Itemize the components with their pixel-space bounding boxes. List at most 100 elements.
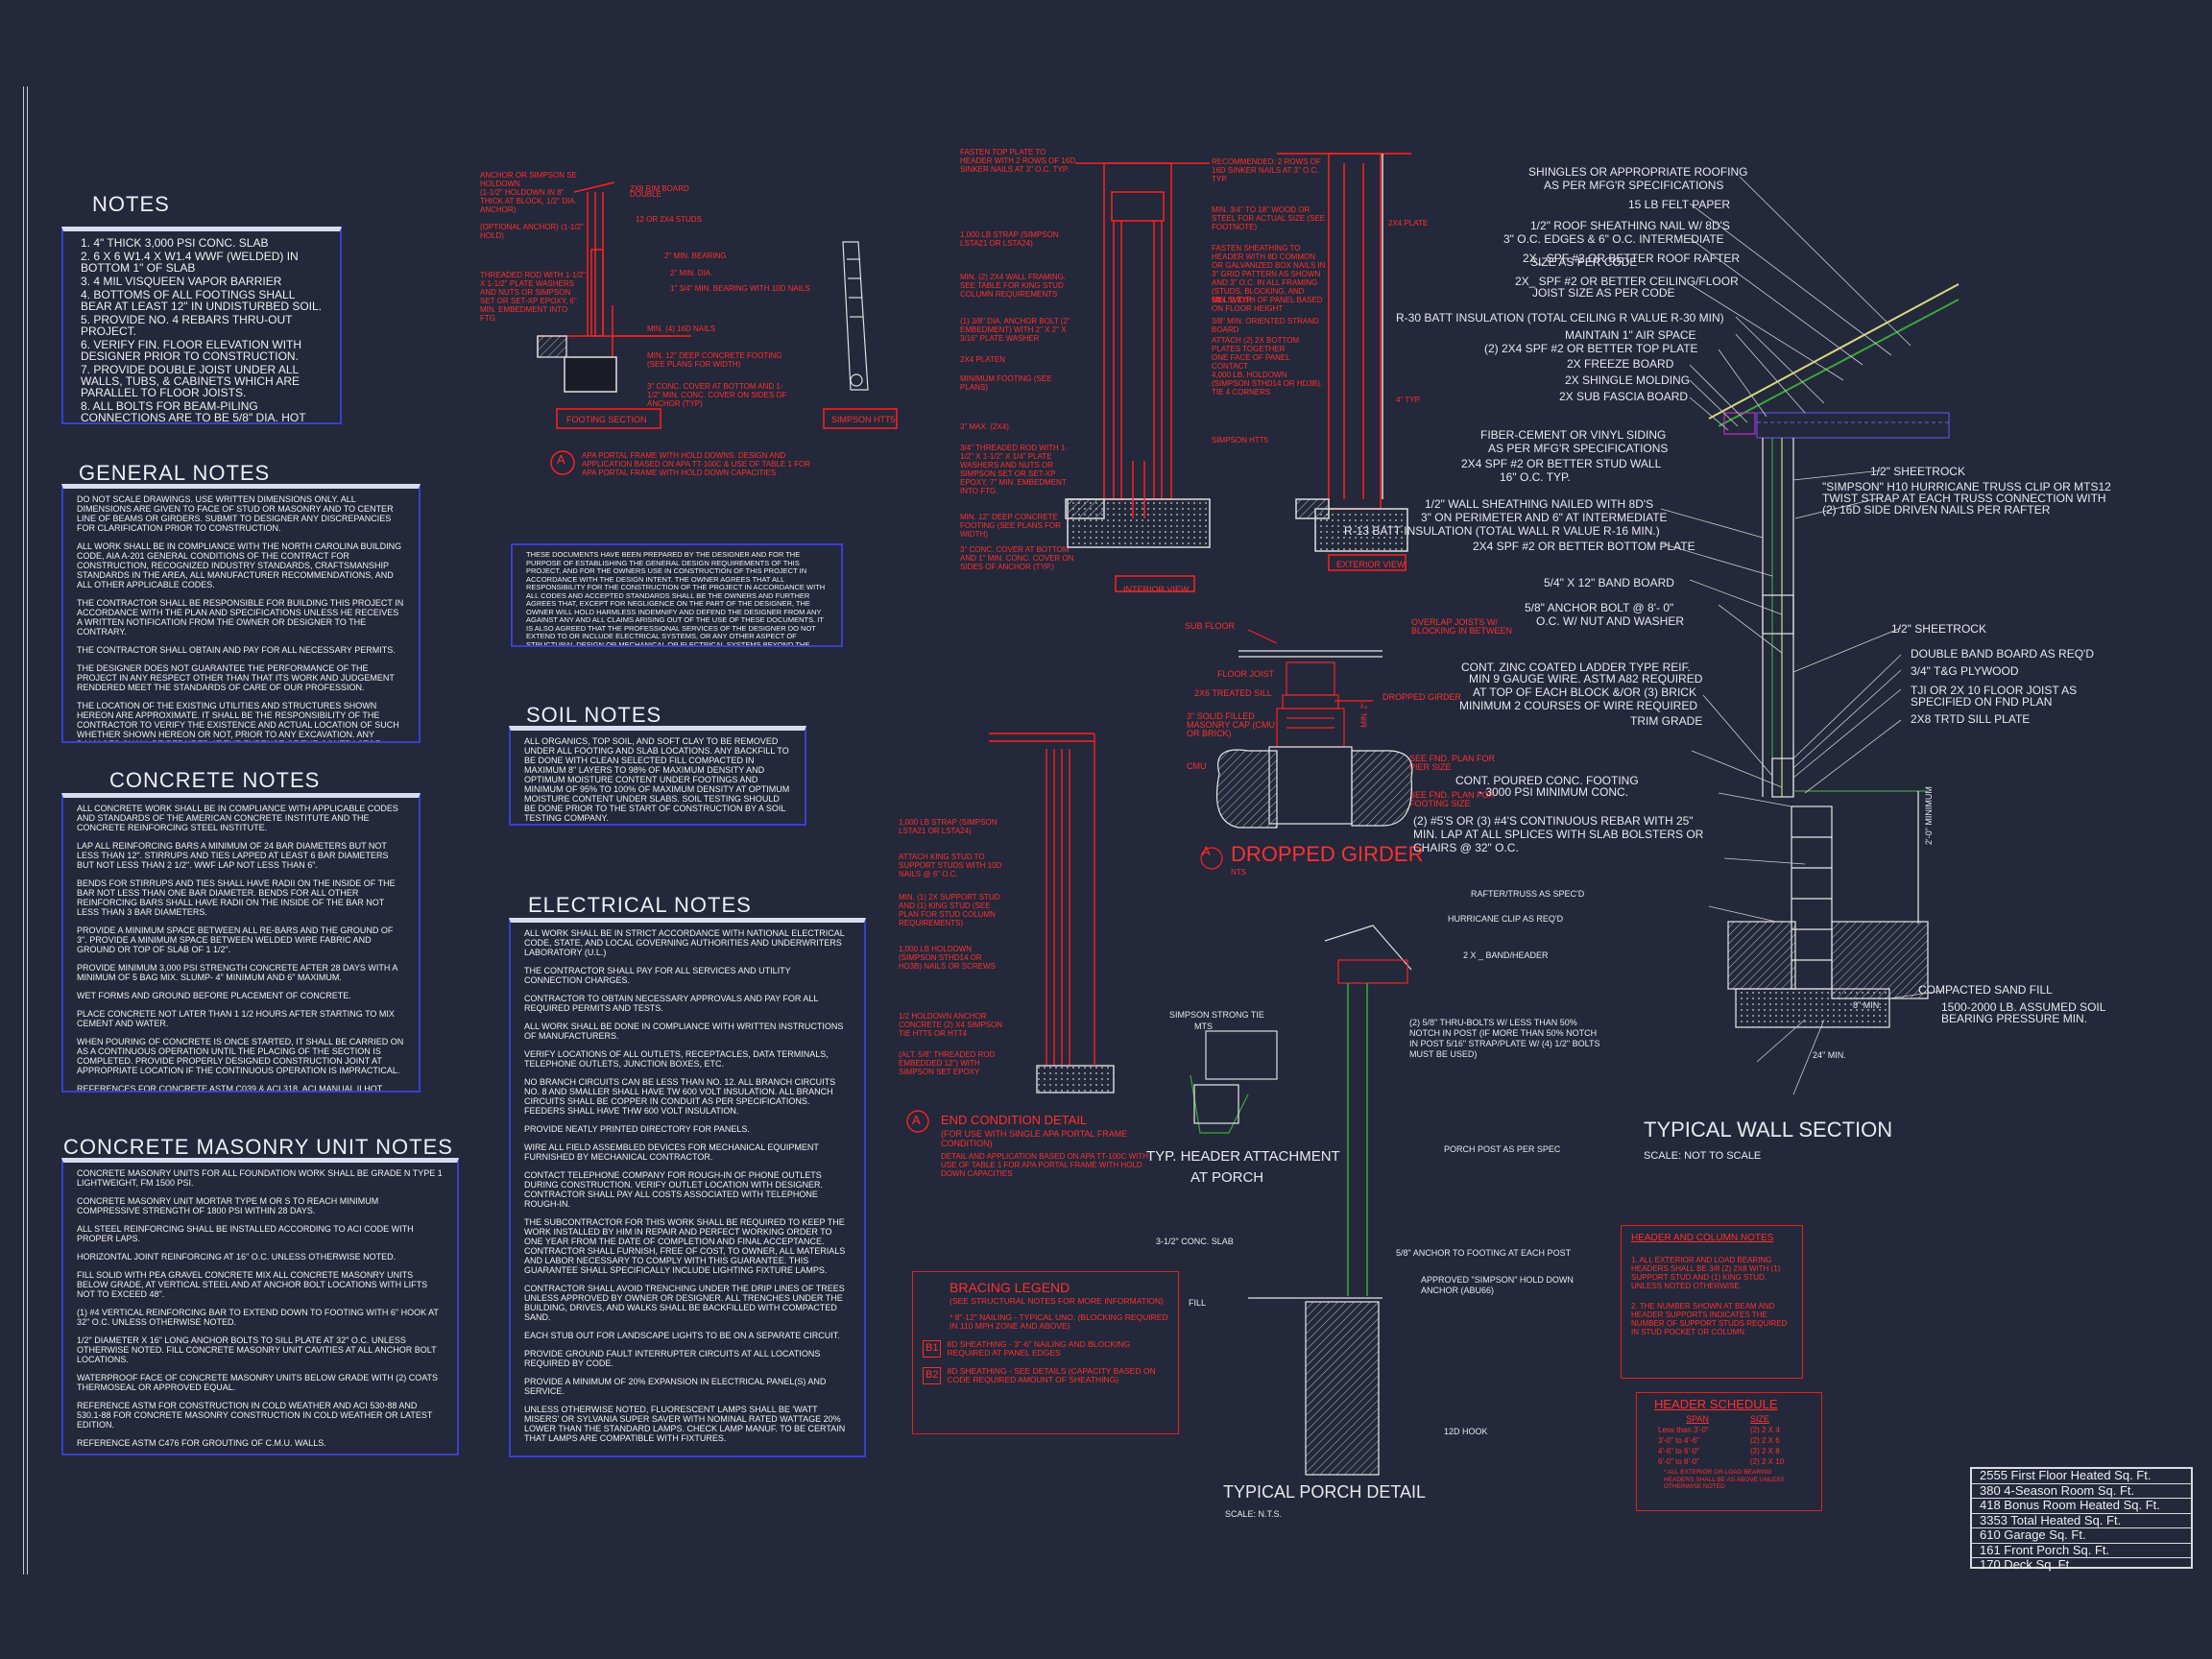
disclaimer-box: THESE DOCUMENTS HAVE BEEN PREPARED BY TH… bbox=[511, 543, 843, 647]
square-footage-row: 2555 First Floor Heated Sq. Ft. bbox=[1972, 1468, 2191, 1484]
wall-section-right-label: TWIST STRAP AT EACH TRUSS CONNECTION WIT… bbox=[1822, 492, 2106, 505]
dropped-girder-letter: A bbox=[1202, 844, 1211, 858]
dropped-girder-label: SUB FLOOR bbox=[1185, 621, 1236, 631]
dropped-girder-dim: MIN. 2" bbox=[1359, 702, 1369, 728]
interior-right-item: ATTACH (2) 2x BOTTOM PLATES TOGETHER bbox=[1212, 336, 1300, 353]
wall-section-right-label: "SIMPSON" H10 HURRICANE TRUSS CLIP or MT… bbox=[1822, 480, 2111, 493]
general-notes-paragraph: THE DESIGNER DOES NOT GUARANTEE THE PERF… bbox=[77, 663, 395, 692]
bracing-legend-line1: * 8"-12" NAILING - TYPICAL UNO. (BLOCKIN… bbox=[950, 1312, 1168, 1331]
porch-label: HURRICANE CLIP AS REQ'D bbox=[1448, 914, 1564, 924]
dropped-girder-scale: NTS bbox=[1231, 868, 1246, 877]
electrical-notes-paragraph: ALL WORK SHALL BE DONE IN COMPLIANCE WIT… bbox=[524, 1022, 844, 1041]
electrical-notes-title: ELECTRICAL NOTES bbox=[528, 893, 752, 917]
porch-label: 2 x _ BAND/HEADER bbox=[1463, 950, 1549, 960]
wall-section-label: 15 lb FELT PAPER bbox=[1628, 198, 1731, 211]
square-footage-row: 170 Deck Sq. Ft. bbox=[1980, 1557, 2073, 1572]
footing-right-item: 1" 3/4" MIN. BEARING WITH 10d NAILS bbox=[670, 284, 810, 293]
header-schedule-row: 6'-0" to 8'-0"(2) 2 X 10 bbox=[1645, 1457, 1814, 1466]
header-schedule-span: Less than 3'-0" bbox=[1658, 1426, 1709, 1434]
end-condition-title: END CONDITION DETAIL bbox=[941, 1113, 1088, 1127]
bracing-b1-text: 8d SHEATHING - 3"-6" NAILING AND BLOCKIN… bbox=[947, 1339, 1131, 1358]
notes-item: 2. 6 x 6 W1.4 x W1.4 WWF (WELDED) IN BOT… bbox=[81, 250, 299, 275]
header-schedule-size: (2) 2 X 6 bbox=[1750, 1436, 1780, 1445]
wall-section-label: CONT. ZINC COATED LADDER TYPE REIF. bbox=[1461, 661, 1691, 674]
footing-right-item: MIN. 12" DEEP CONCRETE FOOTING (SEE PLAN… bbox=[647, 351, 782, 369]
end-condition-label: 1,000 LB STRAP (SIMPSON LSTA21 OR LSTA24… bbox=[899, 818, 998, 835]
dropped-girder-title: DROPPED GIRDER bbox=[1231, 842, 1424, 866]
bracing-b2-text: 8d SHEATHING - SEE DETAILS (CAPACITY BAS… bbox=[947, 1366, 1156, 1384]
simpson-mts-label: MTS bbox=[1194, 1022, 1213, 1031]
interior-left-item: FASTEN TOP PLATE TO HEADER WITH 2 ROWS O… bbox=[960, 148, 1076, 174]
dropped-girder-label: SEE FND. PLAN FOR FOOTING SIZE bbox=[1409, 790, 1496, 808]
footing-right-item: 3" CONC. COVER AT BOTTOM AND 1-1/2" MIN.… bbox=[647, 382, 787, 408]
general-notes-paragraph: DO NOT SCALE DRAWINGS. USE WRITTEN DIMEN… bbox=[77, 494, 394, 533]
electrical-notes-paragraph: CONTACT TELEPHONE COMPANY FOR ROUGH-IN O… bbox=[524, 1170, 824, 1209]
end-condition-label: 1/2 HOLDOWN ANCHOR CONCRETE (2) x4 SIMPS… bbox=[899, 1012, 1003, 1038]
footing-left-item: ANCHOR OR SIMPSON SE HOLDOWN bbox=[480, 171, 577, 188]
concrete-notes-paragraph: PROVIDE A MINIMUM SPACE BETWEEN ALL RE-B… bbox=[77, 926, 394, 954]
wall-section-scale: SCALE: NOT TO SCALE bbox=[1644, 1150, 1762, 1162]
simpson-strong-tie-label: SIMPSON STRONG TIE bbox=[1169, 1010, 1264, 1020]
electrical-notes-paragraph: PROVIDE GROUND FAULT INTERRUPTER CIRCUIT… bbox=[524, 1349, 821, 1368]
electrical-notes-paragraph: ALL WORK SHALL BE IN STRICT ACCORDANCE W… bbox=[524, 928, 845, 957]
cmu-notes-paragraph: (1) #4 VERTICAL REINFORCING BAR TO EXTEN… bbox=[77, 1308, 439, 1327]
soil-notes-title: SOIL NOTES bbox=[526, 703, 662, 727]
dropped-girder-label: DROPPED GIRDER bbox=[1382, 692, 1462, 702]
wall-section-label: 2x_ SPF #2 or BETTER CEILING/FLOOR bbox=[1515, 275, 1739, 288]
dropped-girder-label: FLOOR JOIST bbox=[1217, 669, 1275, 679]
wall-section-right-label: 2x8 TRTD SILL PLATE bbox=[1911, 712, 2031, 726]
concrete-notes-paragraph: PROVIDE MINIMUM 3,000 PSI STRENGTH CONCR… bbox=[77, 963, 397, 982]
notes-item: 1. 4" THICK 3,000 PSI CONC. SLAB bbox=[81, 236, 269, 250]
porch-label: RAFTER/TRUSS AS SPEC'D bbox=[1471, 889, 1585, 899]
concrete-notes-paragraph: PLACE CONCRETE NOT LATER THAN 1 1/2 HOUR… bbox=[77, 1009, 395, 1028]
end-condition-letter: A bbox=[912, 1113, 921, 1127]
end-condition-label: (ALT. 5/8" THREADED ROD EMBEDDED 12") WI… bbox=[899, 1050, 996, 1076]
wall-section-label: 2x SUB FASCIA BOARD bbox=[1559, 390, 1689, 403]
wall-section-label: AT TOP OF EACH BLOCK &/OR (3) BRICK bbox=[1473, 685, 1696, 699]
simpson-htt5-drawing bbox=[842, 241, 869, 391]
header-schedule-title: HEADER SCHEDULE bbox=[1654, 1397, 1778, 1411]
header-schedule-header-row: SPAN SIZE bbox=[1645, 1415, 1814, 1424]
general-notes-paragraph: THE CONTRACTOR SHALL BE RESPONSIBLE FOR … bbox=[77, 598, 404, 637]
wall-section-label: 1/2" ROOF SHEATHING NAIL W/ 8d's bbox=[1530, 219, 1730, 232]
wall-section-right-label: 1/2" SHEETROCK bbox=[1870, 465, 1965, 478]
interior-right-item: 3/8" MIN. ORIENTED STRAND BOARD bbox=[1212, 317, 1319, 334]
wall-section-label: (2) 2X4 SPF #2 or BETTER TOP PLATE bbox=[1484, 342, 1698, 355]
dropped-girder-label: OVERLAP JOISTS W/ BLOCKING IN BETWEEN bbox=[1411, 617, 1513, 636]
cmu-notes-paragraph: CONCRETE MASONRY UNITS FOR ALL FOUNDATIO… bbox=[77, 1168, 443, 1188]
wall-section-right-label: 1500-2000 LB. ASSUMED SOIL bbox=[1941, 1000, 2106, 1014]
wall-section-right-label: (2) 16d SIDE DRIVEN NAILS PER RAFTER bbox=[1822, 503, 2051, 517]
notes-item: 8. ALL BOLTS FOR BEAM-PILING CONNECTIONS… bbox=[81, 399, 306, 424]
interior-right-item: MIN. WIDTH OF PANEL BASED ON FLOOR HEIGH… bbox=[1212, 296, 1323, 313]
end-condition-label: ATTACH KING STUD TO SUPPORT STUDS WITH 1… bbox=[899, 853, 1002, 878]
bracing-b1-tag: B1 bbox=[923, 1340, 942, 1358]
electrical-notes-paragraph: UNLESS OTHERWISE NOTED, FLUORESCENT LAMP… bbox=[524, 1405, 846, 1443]
wall-section-label: 2x4 SPF #2 or BETTER STUD WALL bbox=[1461, 457, 1662, 470]
notes-title: NOTES bbox=[92, 192, 170, 216]
disclaimer-text: THESE DOCUMENTS HAVE BEEN PREPARED BY TH… bbox=[526, 550, 826, 647]
wall-section-label: MAINTAIN 1" AIR SPACE bbox=[1565, 328, 1696, 342]
wall-section-label: TRIM GRADE bbox=[1630, 714, 1703, 728]
porch-detail-scale: SCALE: N.T.S. bbox=[1225, 1509, 1283, 1519]
porch-label: 3-1/2" CONC. SLAB bbox=[1156, 1237, 1234, 1246]
cmu-notes-paragraph: 1/2" DIAMETER x 16" LONG ANCHOR BOLTS TO… bbox=[77, 1335, 437, 1364]
interior-left-item: MINIMUM FOOTING (SEE PLANS) bbox=[960, 374, 1052, 392]
header-column-note-2: 2. THE NUMBER SHOWN AT BEAM AND HEADER S… bbox=[1631, 1302, 1788, 1336]
wall-dim-24: 24" MIN. bbox=[1813, 1050, 1846, 1060]
wall-section-label: 1/2" WALL SHEATHING NAILED WITH 8d's bbox=[1425, 497, 1654, 511]
electrical-notes-paragraph: WIRE ALL FIELD ASSEMBLED DEVICES FOR MEC… bbox=[524, 1142, 819, 1162]
electrical-notes-paragraph: CONTRACTOR SHALL AVOID TRENCHING UNDER T… bbox=[524, 1284, 845, 1322]
wall-section-right-label: 3/4" T&G PLYWOOD bbox=[1911, 664, 2019, 678]
interior-left-item: 2x4 PLATEN bbox=[960, 355, 1005, 364]
wall-section-label: 5/4" x 12" BAND BOARD bbox=[1544, 576, 1674, 589]
header-column-note-1: 1. ALL EXTERIOR AND LOAD BEARING HEADERS… bbox=[1631, 1256, 1781, 1290]
footing-right-item: 2" MIN. BEARING bbox=[664, 252, 727, 260]
notes-item: 5. PROVIDE NO. 4 REBARS THRU-OUT PROJECT… bbox=[81, 313, 293, 338]
wall-section-label: R-30 BATT INSULATION (TOTAL CEILING R VA… bbox=[1396, 311, 1724, 325]
general-notes-paragraph: ALL WORK SHALL BE IN COMPLIANCE WITH THE… bbox=[77, 541, 402, 589]
wall-section-label: FIBER-CEMENT or VINYL SIDING bbox=[1480, 428, 1667, 442]
interior-left-item: 1,000 LB STRAP (SIMPSON LSTA21 OR LSTA24… bbox=[960, 230, 1059, 248]
wall-section-label: CONT. POURED CONC. FOOTING bbox=[1455, 774, 1639, 787]
header-schedule-row: Less than 3'-0"(2) 2 X 4 bbox=[1645, 1426, 1814, 1434]
